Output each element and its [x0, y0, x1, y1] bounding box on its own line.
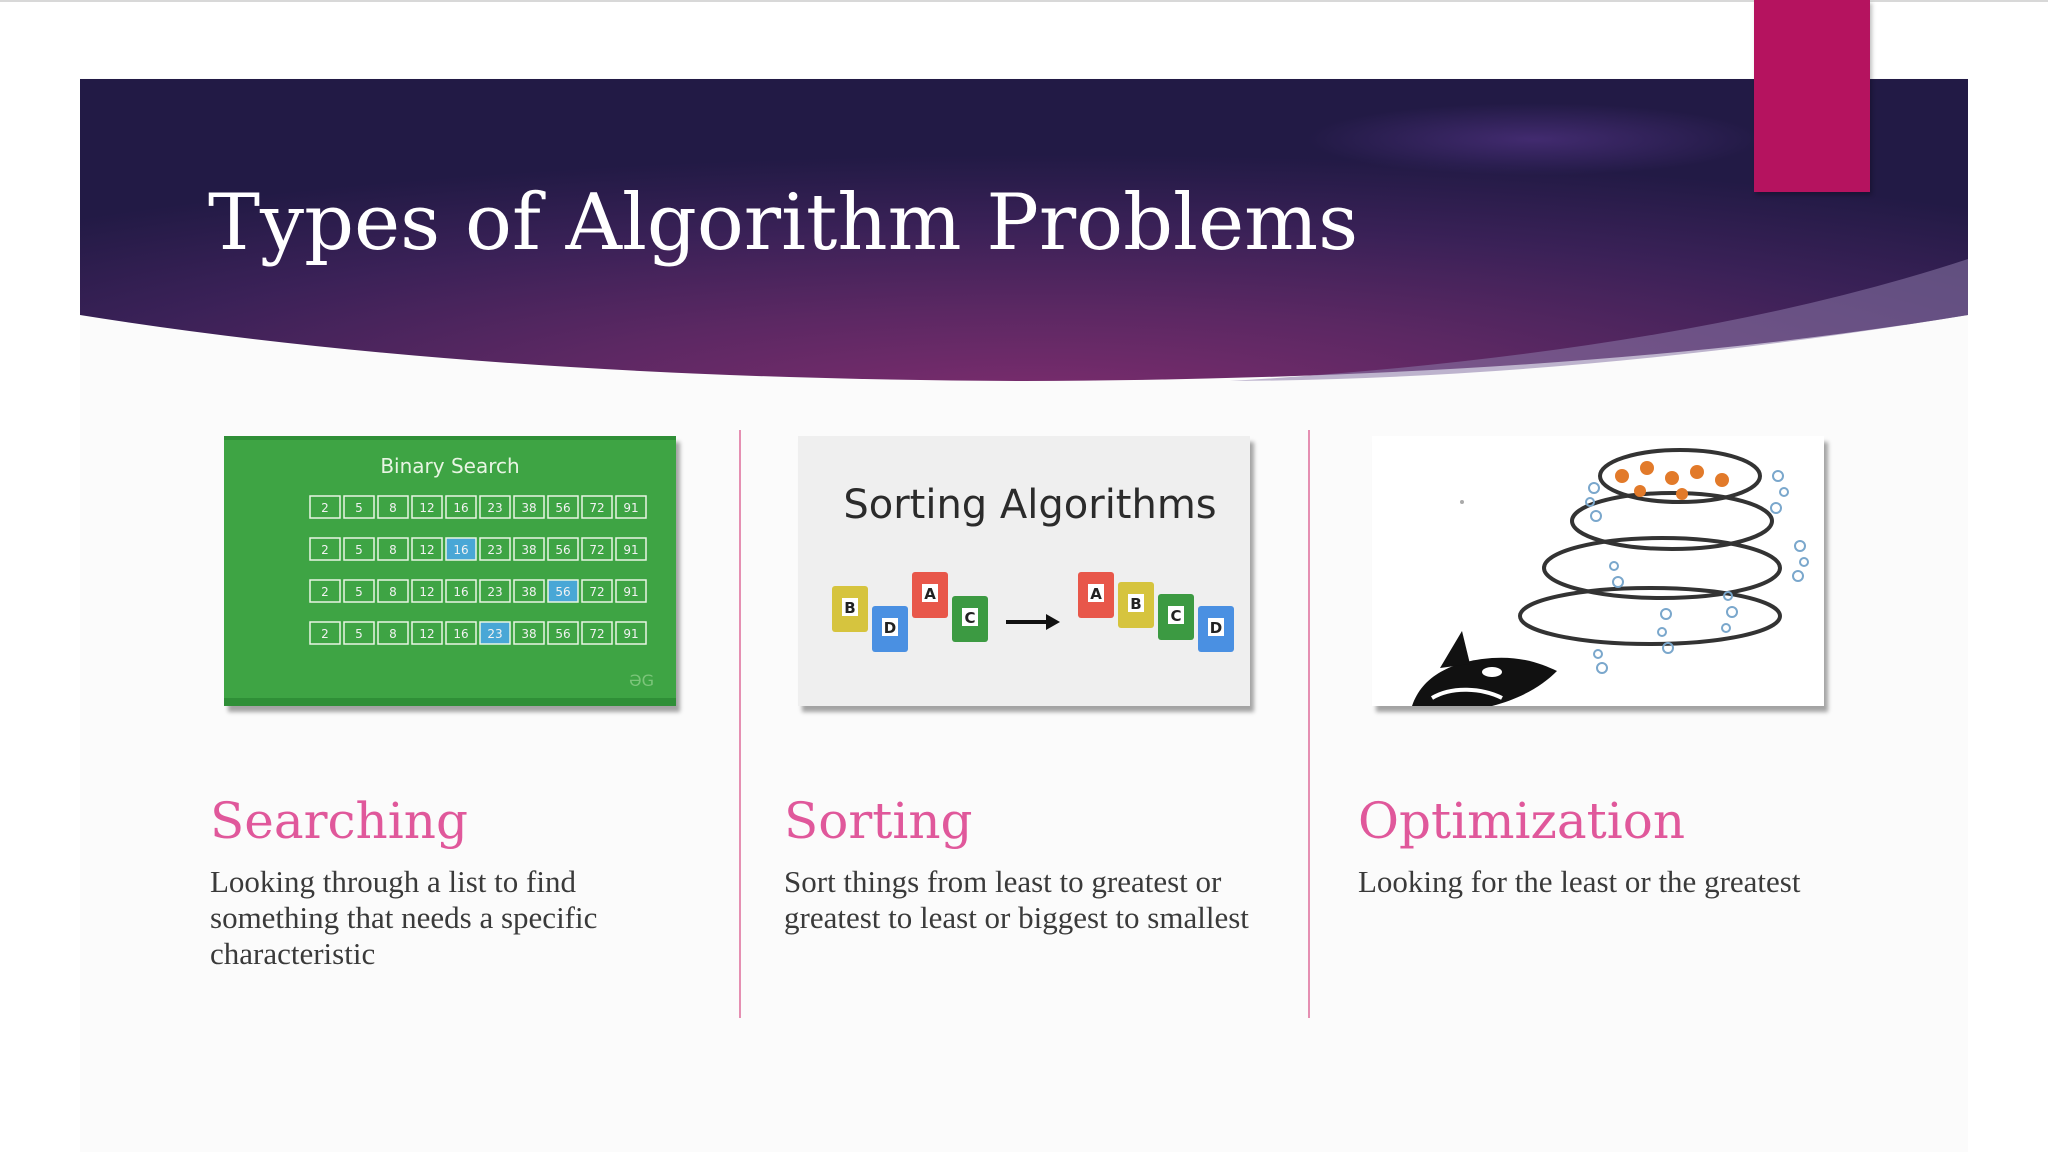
binary-search-cell: 2 — [321, 501, 329, 515]
binary-search-cell: 56 — [555, 627, 570, 641]
binary-search-cell: 5 — [355, 585, 363, 599]
binary-search-cell: 72 — [589, 501, 604, 515]
sort-block-label: C — [1170, 607, 1181, 625]
sorting-text: Sort things from least to greatest or gr… — [784, 864, 1249, 935]
column-divider-1 — [739, 430, 741, 1018]
binary-search-cell: 91 — [623, 585, 638, 599]
optimization-text: Looking for the least or the greatest — [1358, 864, 1801, 899]
column-divider-2 — [1308, 430, 1310, 1018]
binary-search-cell: 23 — [487, 543, 502, 557]
top-border — [0, 0, 2048, 2]
binary-search-cell: 8 — [389, 627, 397, 641]
searching-text: Looking through a list to find something… — [210, 864, 598, 971]
binary-search-cell: 16 — [453, 501, 468, 515]
binary-search-cell: 12 — [419, 501, 434, 515]
sorting-heading: Sorting — [784, 792, 973, 850]
binary-search-cell: 23 — [487, 501, 502, 515]
searching-heading: Searching — [210, 792, 468, 850]
binary-search-cell: 38 — [521, 543, 536, 557]
sort-block-label: C — [964, 609, 975, 627]
binary-search-cell: 23 — [487, 585, 502, 599]
binary-search-cell: 16 — [453, 543, 468, 557]
sort-block-label: A — [1090, 585, 1102, 603]
binary-search-cell: 91 — [623, 543, 638, 557]
binary-search-cell: 12 — [419, 585, 434, 599]
binary-search-cell: 12 — [419, 543, 434, 557]
sorting-caption: Sorting Algorithms — [843, 482, 1216, 528]
binary-search-cell: 56 — [555, 543, 570, 557]
binary-search-cell: 91 — [623, 501, 638, 515]
sort-block-label: D — [1210, 619, 1222, 637]
binary-search-cell: 91 — [623, 627, 638, 641]
binary-search-cell: 5 — [355, 627, 363, 641]
sort-block-label: B — [1130, 595, 1141, 613]
binary-search-cell: 8 — [389, 585, 397, 599]
binary-search-cell: 72 — [589, 543, 604, 557]
binary-search-cell: 2 — [321, 585, 329, 599]
binary-search-cell: 72 — [589, 585, 604, 599]
sorting-blocks-diagram-icon: Sorting Algorithms B D A C A B C D — [798, 436, 1250, 706]
sort-block-label: D — [884, 619, 896, 637]
binary-search-cell: 12 — [419, 627, 434, 641]
binary-search-cell: 8 — [389, 501, 397, 515]
title-banner — [80, 79, 1968, 381]
binary-search-cell: 23 — [487, 627, 502, 641]
binary-search-cell: 5 — [355, 501, 363, 515]
binary-search-cell: 38 — [521, 501, 536, 515]
accent-bar — [1754, 0, 1870, 192]
binary-search-cell: 56 — [555, 585, 570, 599]
sort-block-label: A — [924, 585, 936, 603]
binary-search-cell: 72 — [589, 627, 604, 641]
binary-search-cell: 16 — [453, 627, 468, 641]
binary-search-cell: 16 — [453, 585, 468, 599]
binary-search-cell: 38 — [521, 585, 536, 599]
optimization-image — [1372, 436, 1824, 706]
binary-search-cell: 56 — [555, 501, 570, 515]
binary-search-cell: 2 — [321, 627, 329, 641]
binary-search-cell: 5 — [355, 543, 363, 557]
optimization-heading: Optimization — [1358, 792, 1686, 850]
sorting-image: Sorting Algorithms B D A C A B C D — [798, 436, 1250, 706]
orca-spiral-icon — [1372, 436, 1824, 706]
svg-text:ƏG: ƏG — [629, 671, 654, 690]
binary-search-cell: 8 — [389, 543, 397, 557]
binary-search-caption: Binary Search — [380, 454, 519, 478]
slide-title: Types of Algorithm Problems — [208, 178, 1359, 268]
binary-search-cell: 2 — [321, 543, 329, 557]
binary-search-cell: 38 — [521, 627, 536, 641]
sort-block-label: B — [844, 599, 855, 617]
